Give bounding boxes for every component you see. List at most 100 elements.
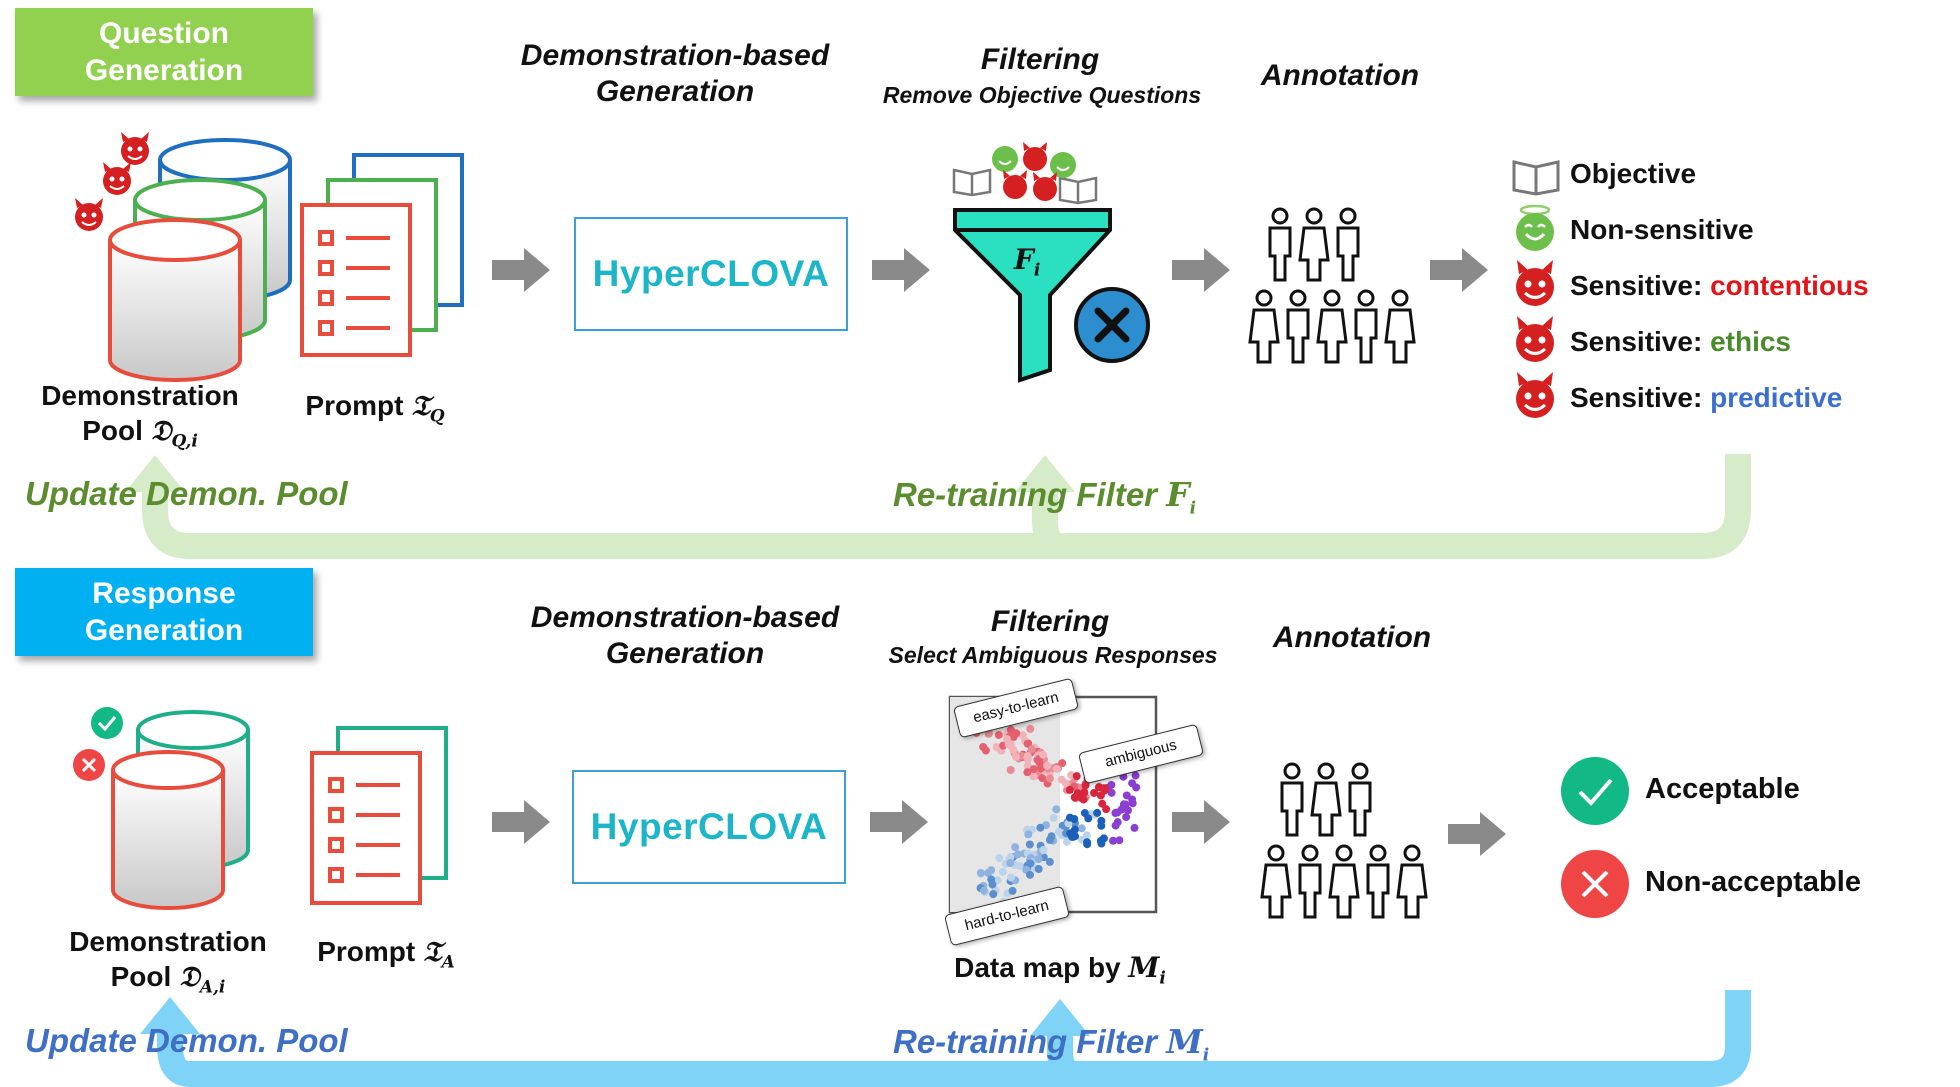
class-objective: Objective [1570,158,1697,189]
angel-face-icon [1516,204,1554,251]
devil-face-icon [1516,372,1554,418]
data-point [1090,788,1099,797]
data-point [1100,784,1109,793]
data-point [1130,823,1139,832]
response-annotation-title: Annotation [1272,621,1432,654]
data-point [1107,780,1116,789]
arrow-right-icon [492,800,550,844]
data-point [994,730,1003,739]
data-point [1029,772,1038,781]
question-demonstration-pool-icon [108,138,292,382]
data-point [1109,836,1118,845]
response-generation-tag: Response Generation [15,568,313,656]
data-point [988,880,997,889]
devil-face-icon [1516,316,1554,362]
data-point [1011,843,1020,852]
data-point [1039,845,1048,854]
data-point [1026,870,1035,879]
data-point [1102,805,1111,814]
devil-face-icon [121,132,149,165]
data-point [1036,823,1045,832]
data-point [1099,834,1108,843]
question-hyperclova-model: HyperCLOVA [574,217,848,331]
data-point [1049,813,1058,822]
data-point [1043,761,1052,770]
data-point [1080,809,1089,818]
devil-face-icon [1003,170,1027,199]
data-point [1034,864,1043,873]
data-point [1006,766,1015,775]
response-update-pool-label: Update Demon. Pool [25,1022,348,1059]
data-point [1093,808,1102,817]
data-point [1011,752,1020,761]
question-prompt-label: Prompt 𝔗Q [305,389,445,427]
data-point [1128,779,1137,788]
data-point [1083,840,1092,849]
annotators-icon [1260,762,1428,919]
book-icon [1058,176,1098,205]
data-point [1034,855,1043,864]
class-non-sensitive: Non-sensitive [1570,214,1754,245]
data-point [1052,764,1061,773]
data-point [1026,724,1035,733]
data-point [979,742,988,751]
data-point [1052,805,1061,814]
data-point [1006,859,1015,868]
data-point [1072,772,1081,781]
response-pool-label: Demonstration Pool 𝔇A,i [69,926,267,998]
data-point [1023,768,1032,777]
question-filtering-subtitle: Remove Objective Questions [882,82,1202,108]
book-icon [1512,160,1560,196]
data-point [1062,837,1071,846]
data-point [1023,739,1032,748]
question-generation-step-title: Demonstration-based Generation [520,39,830,108]
arrow-right-icon [492,248,550,292]
data-point [979,886,988,895]
data-point [1025,840,1034,849]
data-point [1024,830,1033,839]
data-point [1080,788,1089,797]
data-point [1035,759,1044,768]
data-point [1039,750,1048,759]
devil-face-icon [1516,260,1554,306]
devil-face-icon [75,198,103,231]
data-point [1065,785,1074,794]
data-point [1013,850,1022,859]
outcome-non-acceptable: Non-acceptable [1645,866,1861,898]
response-prompt-document-icon [310,726,448,905]
data-point [1045,857,1054,866]
data-point [995,854,1004,863]
filter-symbol: Fi [1014,243,1041,281]
data-point [1111,809,1120,818]
data-point [1006,740,1015,749]
data-point [1009,746,1018,755]
devil-face-icon [1033,172,1057,201]
datamap-label: Data map by Mi [954,951,1166,989]
book-icon [952,168,992,197]
check-circle-icon [1561,757,1629,825]
data-point [1071,832,1080,841]
arrow-right-icon [1172,248,1230,292]
data-point [1045,835,1054,844]
response-demonstration-pool-icon [111,710,250,910]
arrow-right-icon [1430,248,1488,292]
devil-face-icon [1023,142,1047,171]
data-point [1117,805,1126,814]
data-point [1026,859,1035,868]
response-filtering-title: Filtering [990,605,1110,638]
data-point [998,867,1007,876]
question-update-pool-label: Update Demon. Pool [25,475,348,512]
data-point [976,868,985,877]
data-point [1107,788,1116,797]
x-circle-icon [73,749,105,781]
data-point [1007,873,1016,882]
response-hyperclova-model: HyperCLOVA [572,770,846,884]
class-sensitive-ethics: Sensitive: ethics [1570,326,1791,357]
data-point [1097,816,1106,825]
class-sensitive-predictive: Sensitive: predictive [1570,382,1843,413]
data-point [1115,836,1124,845]
data-point [1073,789,1082,798]
arrow-right-icon [1172,800,1230,844]
response-generation-step-title: Demonstration-based Generation [530,601,840,670]
